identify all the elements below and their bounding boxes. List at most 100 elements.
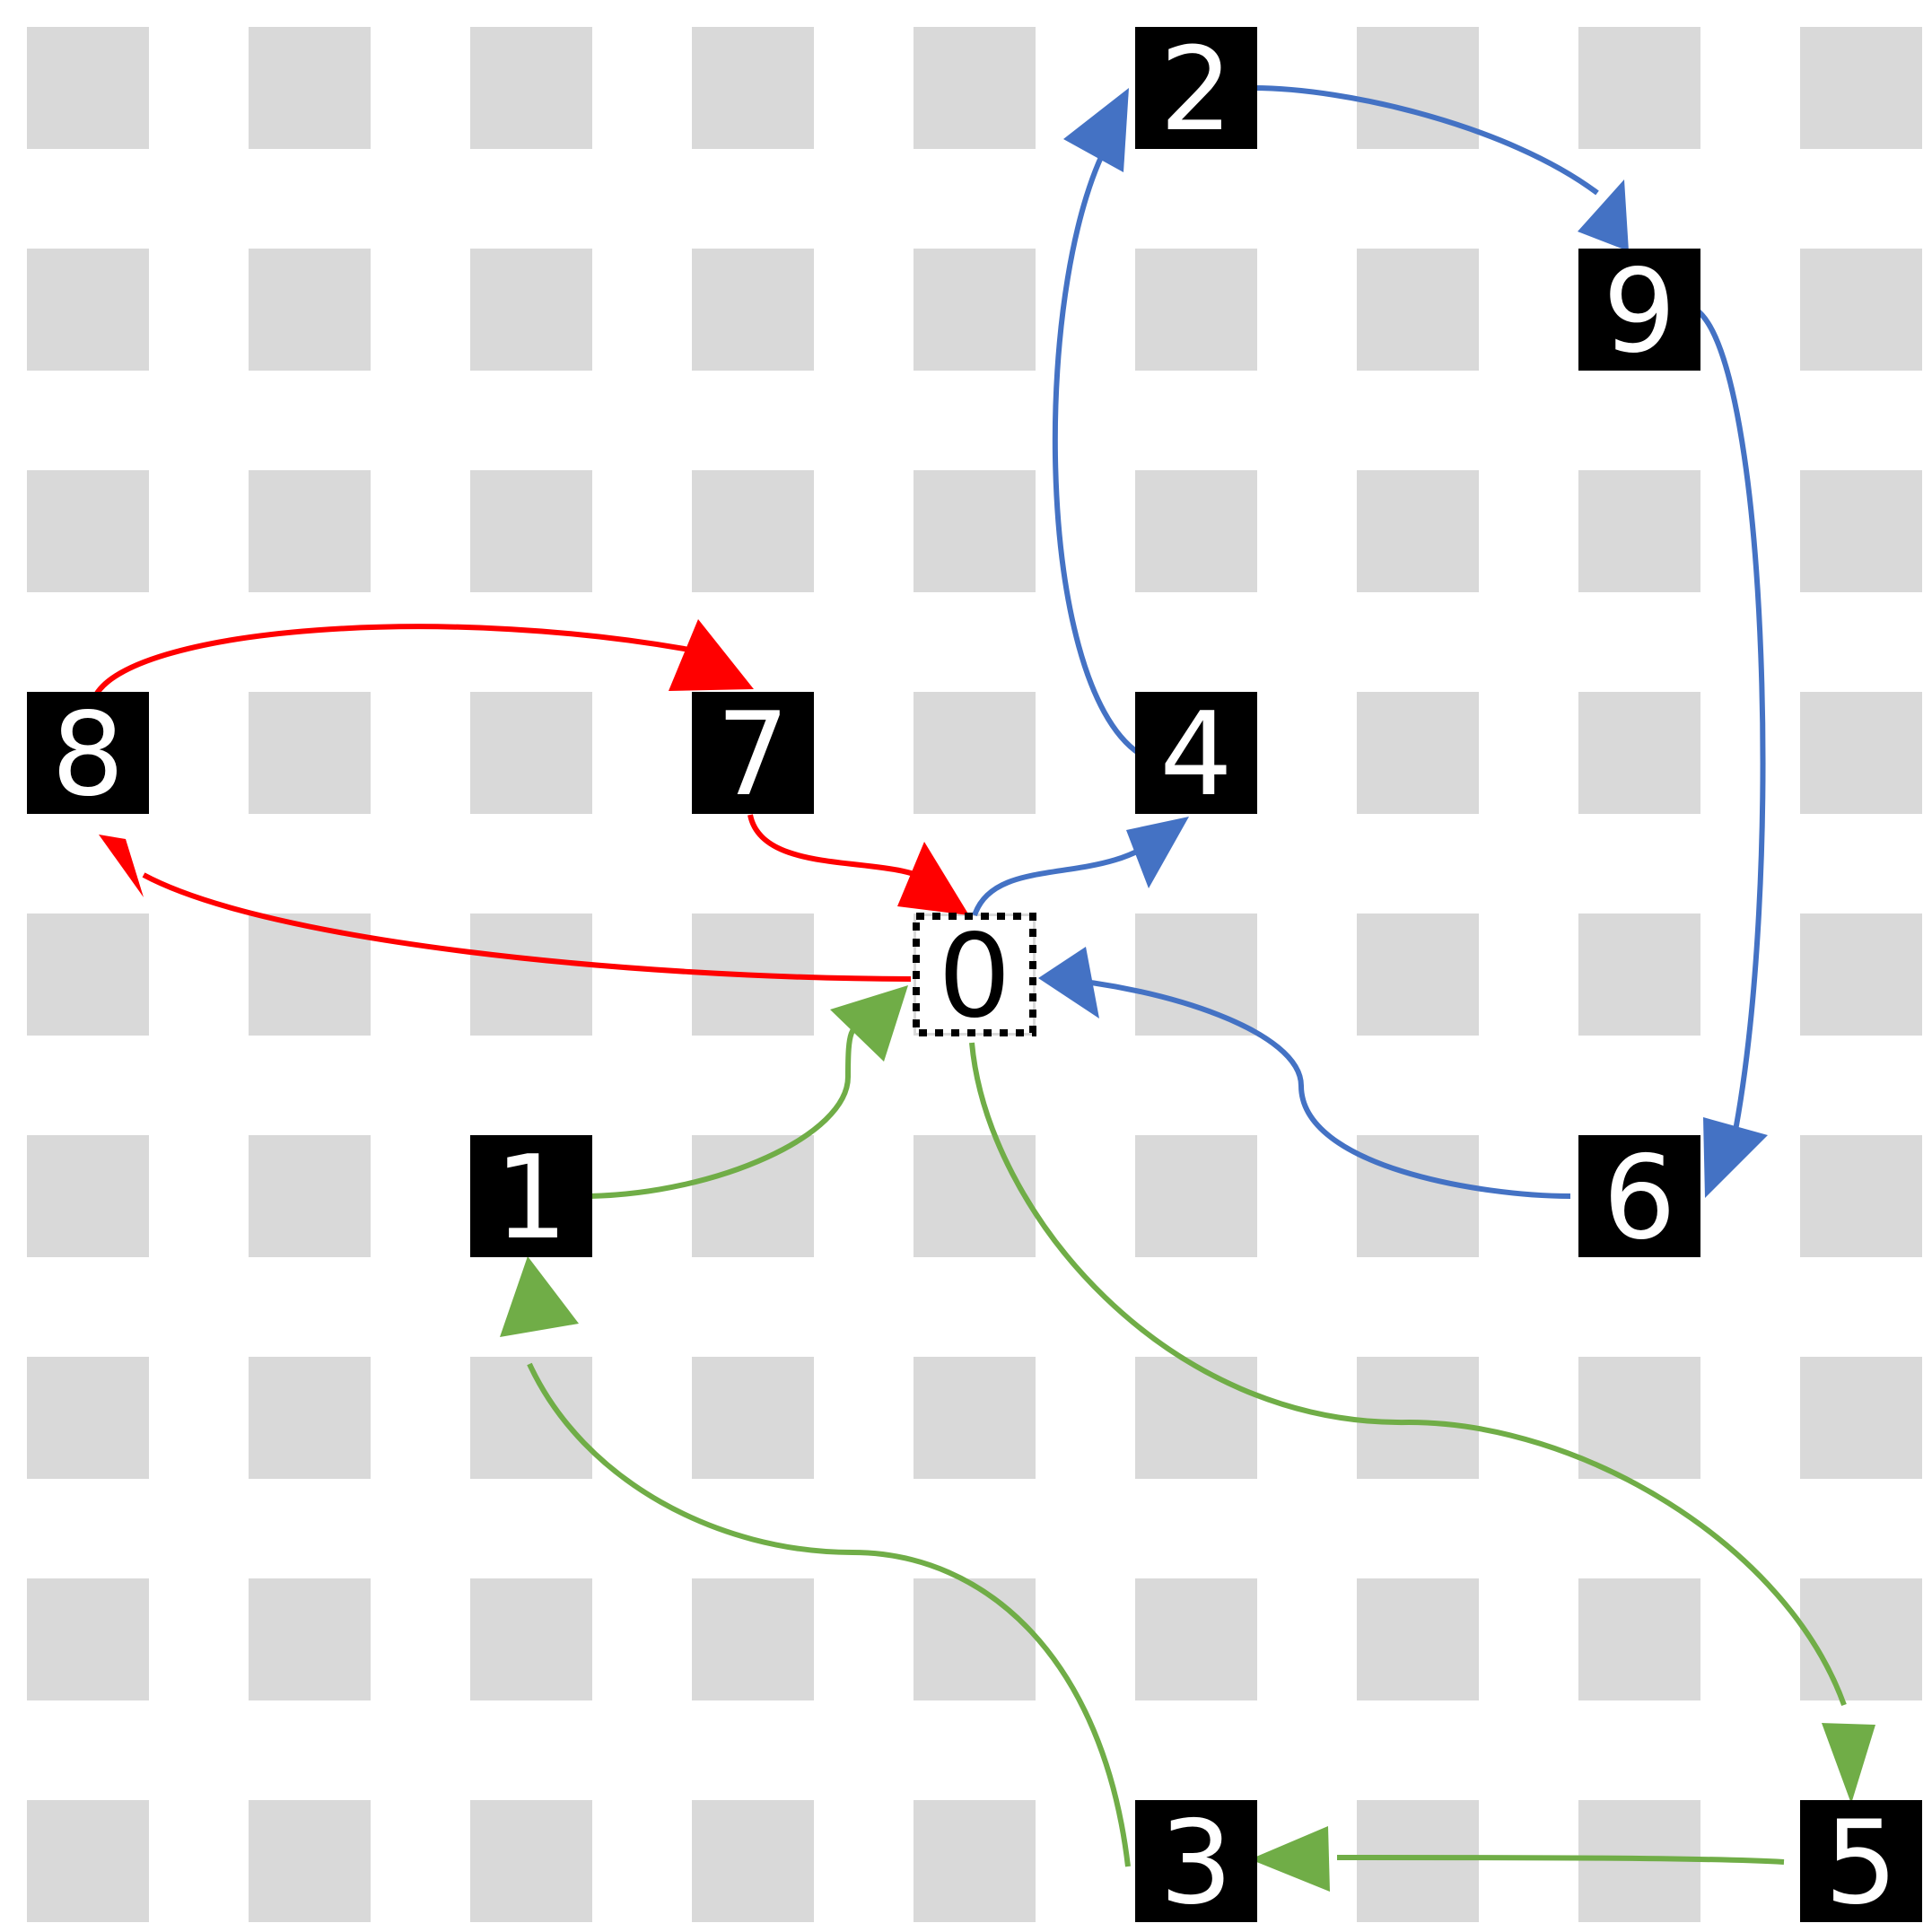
grid-cell bbox=[1357, 1578, 1479, 1700]
grid-cell bbox=[1357, 470, 1479, 592]
edge-9-6 bbox=[1694, 307, 1768, 1198]
grid-cell bbox=[1800, 1578, 1922, 1700]
grid-cell bbox=[249, 470, 371, 592]
arrowhead bbox=[1038, 947, 1099, 1018]
node-label: 4 bbox=[1159, 688, 1232, 822]
grid-cell bbox=[470, 470, 592, 592]
grid-cell bbox=[914, 1357, 1036, 1479]
edge-0-4 bbox=[972, 817, 1189, 917]
grid-cell bbox=[1357, 249, 1479, 371]
arrowhead bbox=[1126, 817, 1189, 888]
arrowhead bbox=[1703, 1117, 1768, 1198]
edge-line bbox=[1049, 975, 1571, 1199]
start-node-box bbox=[913, 913, 1036, 1036]
grid-cell bbox=[1357, 914, 1479, 1036]
grid-cell bbox=[1357, 1800, 1479, 1922]
edge-2-9 bbox=[1253, 85, 1629, 251]
grid-cell bbox=[1578, 914, 1700, 1036]
edge-6-0 bbox=[1038, 947, 1571, 1199]
grid-cell bbox=[1135, 1357, 1257, 1479]
grid-cell bbox=[1800, 914, 1922, 1036]
node-box bbox=[1578, 249, 1700, 371]
grid-cell bbox=[249, 249, 371, 371]
grid-cell bbox=[249, 1578, 371, 1700]
arrowhead bbox=[1822, 1723, 1875, 1804]
grid-cell bbox=[249, 27, 371, 149]
node-box bbox=[1578, 1135, 1700, 1257]
grid-cell bbox=[914, 1135, 1036, 1257]
grid-cell bbox=[1800, 27, 1922, 149]
grid-cell bbox=[27, 1135, 149, 1257]
node-label: 6 bbox=[1603, 1132, 1675, 1265]
edge-line bbox=[747, 814, 935, 887]
arrowhead bbox=[1063, 88, 1129, 172]
grid-cell bbox=[249, 914, 371, 1036]
grid-cell bbox=[249, 1135, 371, 1257]
edge-line bbox=[527, 1362, 1131, 1867]
edge-5-3 bbox=[1250, 1826, 1785, 1892]
grid-cell bbox=[914, 692, 1036, 814]
arrowhead bbox=[500, 1256, 579, 1337]
grid-cell bbox=[692, 1578, 814, 1700]
node-box bbox=[27, 692, 149, 814]
grid-cell bbox=[249, 692, 371, 814]
node-label: 0 bbox=[938, 910, 1010, 1044]
grid-cell bbox=[27, 1357, 149, 1479]
arrowhead bbox=[99, 835, 144, 897]
grid-cell bbox=[1578, 27, 1700, 149]
arrowhead bbox=[1250, 1826, 1330, 1892]
grid-layer bbox=[27, 27, 1922, 1922]
edge-8-7 bbox=[92, 619, 754, 700]
node-label: 8 bbox=[51, 688, 124, 822]
grid-cell bbox=[1800, 249, 1922, 371]
node-label: 3 bbox=[1159, 1796, 1232, 1930]
grid-cell bbox=[1135, 914, 1257, 1036]
node-label: 1 bbox=[494, 1132, 567, 1265]
node-2: 2 bbox=[1135, 23, 1257, 157]
grid-cell bbox=[470, 914, 592, 1036]
grid-cell bbox=[914, 1578, 1036, 1700]
grid-cell bbox=[1578, 692, 1700, 814]
edge-line bbox=[1336, 1855, 1785, 1865]
arrowhead bbox=[1578, 179, 1629, 251]
arrowhead bbox=[830, 985, 908, 1062]
node-6: 6 bbox=[1578, 1132, 1700, 1265]
node-label: 2 bbox=[1159, 23, 1232, 157]
grid-cell bbox=[1578, 1578, 1700, 1700]
grid-cell bbox=[692, 1800, 814, 1922]
edge-4-2 bbox=[1052, 88, 1141, 756]
arrowhead bbox=[669, 619, 754, 691]
grid-cell bbox=[27, 249, 149, 371]
grid-cell bbox=[1135, 249, 1257, 371]
grid-cell bbox=[1135, 1578, 1257, 1700]
grid-cell bbox=[1357, 27, 1479, 149]
grid-cell bbox=[1800, 470, 1922, 592]
grid-cell bbox=[1578, 1357, 1700, 1479]
grid-cell bbox=[914, 1800, 1036, 1922]
grid-cell bbox=[692, 470, 814, 592]
node-9: 9 bbox=[1578, 245, 1700, 379]
grid-cell bbox=[470, 249, 592, 371]
node-box bbox=[1135, 27, 1257, 149]
edge-line bbox=[1694, 307, 1766, 1158]
grid-cell bbox=[27, 27, 149, 149]
node-label: 7 bbox=[716, 688, 789, 822]
grid-cell bbox=[249, 1357, 371, 1479]
grid-cell bbox=[1135, 470, 1257, 592]
node-box bbox=[470, 1135, 592, 1257]
grid-cell bbox=[692, 1135, 814, 1257]
grid-cell bbox=[470, 1357, 592, 1479]
edge-line bbox=[1052, 133, 1141, 756]
node-box bbox=[1135, 692, 1257, 814]
edge-line bbox=[142, 872, 912, 982]
grid-cell bbox=[692, 249, 814, 371]
node-8: 8 bbox=[27, 688, 149, 822]
grid-cell bbox=[692, 1357, 814, 1479]
grid-cell bbox=[1800, 692, 1922, 814]
node-box bbox=[692, 692, 814, 814]
edge-line bbox=[1253, 85, 1599, 196]
grid-cell bbox=[470, 27, 592, 149]
edge-layer bbox=[92, 85, 1875, 1892]
